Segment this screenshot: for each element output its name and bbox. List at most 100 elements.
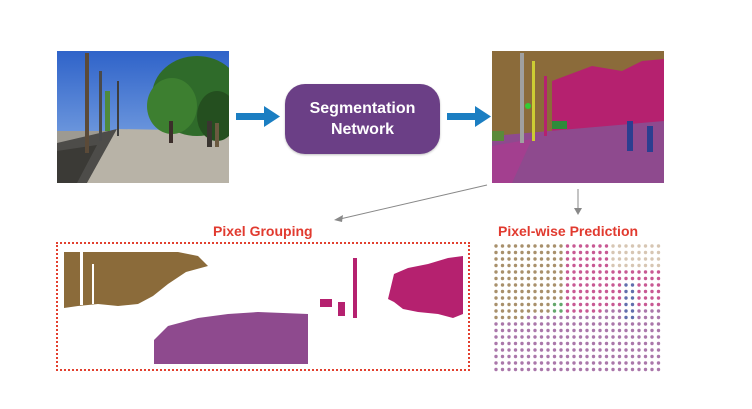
input-street-photo [57,51,229,183]
prediction-dot [507,263,511,268]
prediction-dot [591,276,596,281]
prediction-dot [539,328,544,333]
prediction-dot [637,309,641,313]
prediction-dot [520,341,524,346]
prediction-dot [611,309,615,313]
prediction-dot [533,257,537,261]
prediction-dot [559,367,563,372]
prediction-dot [565,315,570,320]
prediction-dot [624,270,628,274]
prediction-dot [650,283,654,287]
prediction-dot [526,250,531,255]
prediction-dot [585,289,589,294]
prediction-dot [591,341,596,346]
prediction-dot [630,335,635,339]
prediction-dot [585,302,589,307]
prediction-dot [559,276,563,281]
prediction-dot [643,315,648,320]
prediction-dot [520,322,524,326]
prediction-dot [604,328,609,333]
prediction-dot [591,289,596,294]
prediction-dot [585,335,589,339]
prediction-dot [578,244,583,248]
prediction-dot [500,244,505,248]
prediction-dot [559,309,563,313]
prediction-dot [578,302,583,307]
prediction-dot [656,341,661,346]
prediction-dot [513,250,518,255]
prediction-dot [520,309,524,313]
prediction-dot [520,257,524,261]
prediction-dot [598,270,602,274]
prediction-dot [611,328,615,333]
prediction-dot [520,354,524,359]
prediction-dot [585,309,589,313]
prediction-dot [650,257,654,261]
prediction-dot [559,348,563,352]
prediction-dot [591,315,596,320]
prediction-dot [604,296,609,300]
prediction-dot [513,367,518,372]
prediction-dot [533,315,537,320]
prediction-dot [611,257,615,261]
prediction-dot [591,244,596,248]
prediction-dot [546,315,550,320]
prediction-dot [617,276,622,281]
prediction-dot [539,335,544,339]
prediction-dot [513,335,518,339]
prediction-dot [494,341,498,346]
prediction-dot [552,367,557,372]
prediction-dot [637,322,641,326]
prediction-dot [507,289,511,294]
prediction-dot [546,263,550,268]
prediction-dot [539,354,544,359]
prediction-dot [500,354,505,359]
prediction-dot [500,341,505,346]
prediction-dot [598,309,602,313]
segmentation-network-box: Segmentation Network [285,84,440,154]
prediction-dot [572,309,576,313]
prediction-dot [539,296,544,300]
prediction-dot [630,250,635,255]
prediction-dot [598,244,602,248]
prediction-dot [611,348,615,352]
prediction-dot [500,302,505,307]
prediction-dot [533,289,537,294]
prediction-dot [617,270,622,274]
prediction-dot [624,244,628,248]
prediction-dot [552,348,557,352]
prediction-dot [526,302,531,307]
prediction-dot [637,335,641,339]
pixelwise-dot-grid [494,244,661,372]
prediction-dot [526,263,531,268]
prediction-dot [643,289,648,294]
prediction-dot [546,328,550,333]
prediction-dot [585,296,589,300]
prediction-dot [500,270,505,274]
prediction-dot [507,367,511,372]
prediction-dot [552,328,557,333]
prediction-dot [656,270,661,274]
prediction-dot [604,289,609,294]
pixelwise-prediction-title: Pixel-wise Prediction [498,223,639,239]
prediction-dot [552,322,557,326]
prediction-dot [494,283,498,287]
prediction-dot [578,250,583,255]
prediction-dot [565,302,570,307]
prediction-dot [539,322,544,326]
prediction-dot [611,361,615,365]
prediction-dot [559,250,563,255]
prediction-dot [572,302,576,307]
prediction-dot [520,361,524,365]
prediction-dot [494,276,498,281]
prediction-dot [572,348,576,352]
prediction-dot [565,348,570,352]
prediction-dot [624,328,628,333]
prediction-dot [598,341,602,346]
prediction-dot [500,283,505,287]
prediction-dot [656,250,661,255]
prediction-dot [604,302,609,307]
prediction-dot [578,335,583,339]
prediction-dot [643,276,648,281]
prediction-dot [624,361,628,365]
